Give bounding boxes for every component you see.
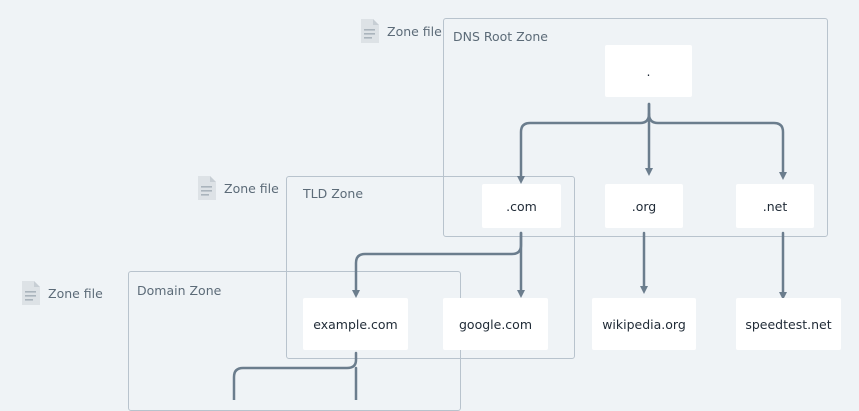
node-google-com: google.com: [443, 298, 548, 350]
root-zone-file: Zone file: [359, 18, 442, 44]
dns-root-zone-box: [443, 18, 828, 237]
edge-root-net: [647, 112, 787, 180]
node-org: .org: [605, 184, 683, 228]
edge-root-com: [517, 102, 651, 184]
root-zone-file-label: Zone file: [387, 23, 442, 39]
domain-zone-title: Domain Zone: [137, 283, 222, 298]
tld-zone-file: Zone file: [196, 175, 279, 201]
domain-zone-file-label: Zone file: [48, 285, 103, 301]
document-icon: [198, 176, 216, 200]
node-net: .net: [736, 184, 814, 228]
edge-com-example: [352, 231, 523, 298]
node-speedtest-net: speedtest.net: [736, 298, 841, 350]
node-wikipedia-org: wikipedia.org: [592, 298, 696, 350]
dns-root-zone-title: DNS Root Zone: [453, 29, 549, 44]
tld-zone-box: [286, 176, 575, 359]
node-root: .: [605, 45, 692, 97]
node-example-com: example.com: [303, 298, 408, 350]
document-icon: [361, 19, 379, 43]
tld-zone-file-label: Zone file: [224, 180, 279, 196]
edge-example-down-left: [232, 351, 358, 400]
hierarchy-edges: [232, 102, 787, 400]
domain-zone-file: Zone file: [20, 280, 103, 306]
tld-zone-title: TLD Zone: [303, 186, 364, 201]
node-com: .com: [482, 184, 561, 228]
document-icon: [22, 281, 40, 305]
